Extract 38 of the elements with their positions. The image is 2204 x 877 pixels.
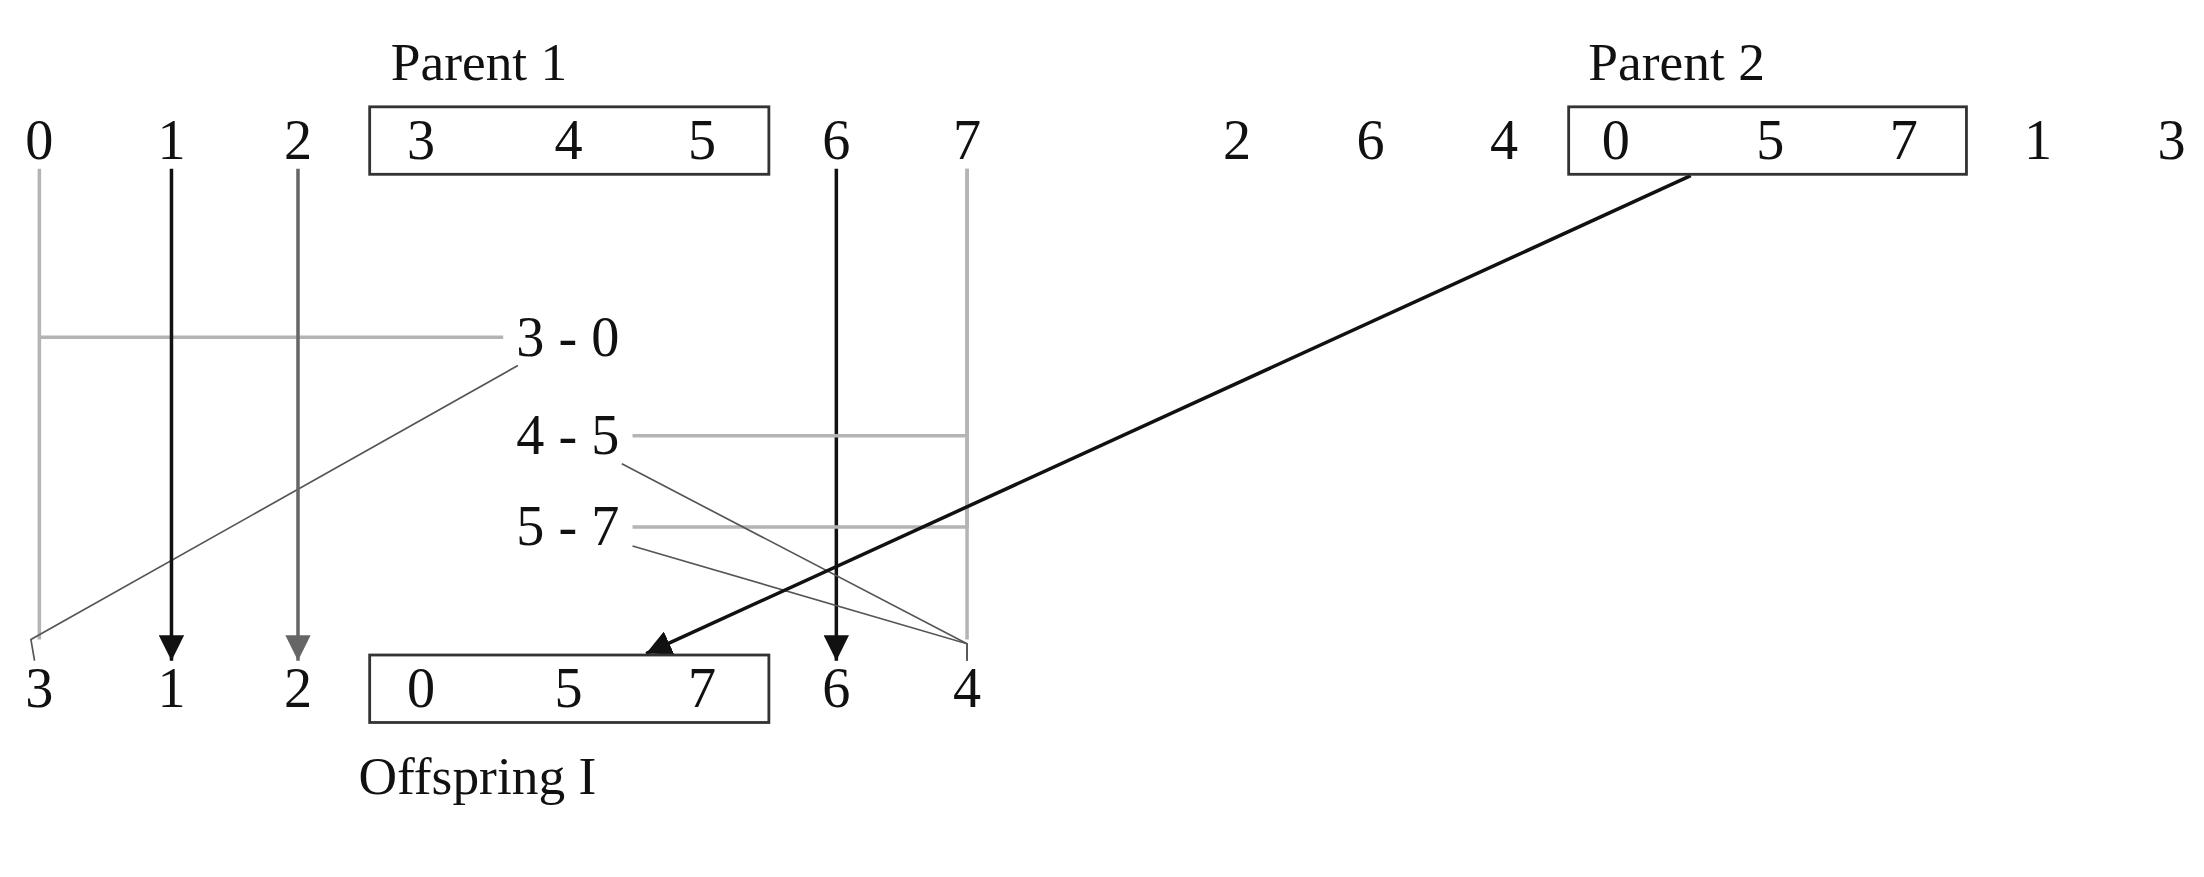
gene-number: 2 [276, 109, 320, 172]
mapping-pair: 4 - 5 [503, 404, 633, 467]
gene-number: 7 [1882, 108, 1925, 171]
mapping-pair: 3 - 0 [503, 306, 633, 369]
mapping-pair: 5 - 7 [503, 496, 633, 559]
gene-number: 4 [946, 657, 989, 720]
gene-number: 0 [1594, 108, 1637, 171]
arrow [158, 168, 185, 661]
connector-line [30, 364, 519, 662]
gene-number: 0 [399, 657, 443, 719]
gene-number: 6 [815, 109, 858, 172]
arrow [645, 174, 1692, 656]
gene-number: 1 [2017, 109, 2060, 172]
gene-number: 7 [946, 109, 989, 172]
gene-number: 3 [2150, 109, 2193, 172]
gene-number: 7 [681, 657, 724, 719]
gene-number: 2 [1215, 109, 1258, 172]
gene-number: 5 [681, 108, 724, 171]
connector-line [632, 168, 969, 529]
gene-number: 6 [815, 657, 858, 720]
gene-number: 4 [1482, 109, 1526, 172]
gene-number: 4 [547, 108, 590, 171]
group-heading: Parent 2 [1588, 31, 1765, 93]
gene-number: 1 [150, 657, 193, 720]
group-heading: Parent 1 [390, 31, 568, 93]
arrow [823, 168, 849, 661]
gene-number: 3 [399, 108, 443, 171]
connector-line [631, 545, 968, 662]
arrow [285, 168, 311, 661]
gene-number: 3 [18, 657, 61, 720]
connector-line [37, 166, 505, 642]
gene-number: 5 [1749, 108, 1792, 171]
gene-number: 0 [18, 109, 61, 172]
gene-number: 1 [150, 109, 193, 172]
gene-number: 2 [276, 657, 320, 720]
group-heading: Offspring I [358, 745, 597, 807]
gene-number: 5 [547, 657, 590, 719]
gene-number: 6 [1349, 109, 1392, 172]
